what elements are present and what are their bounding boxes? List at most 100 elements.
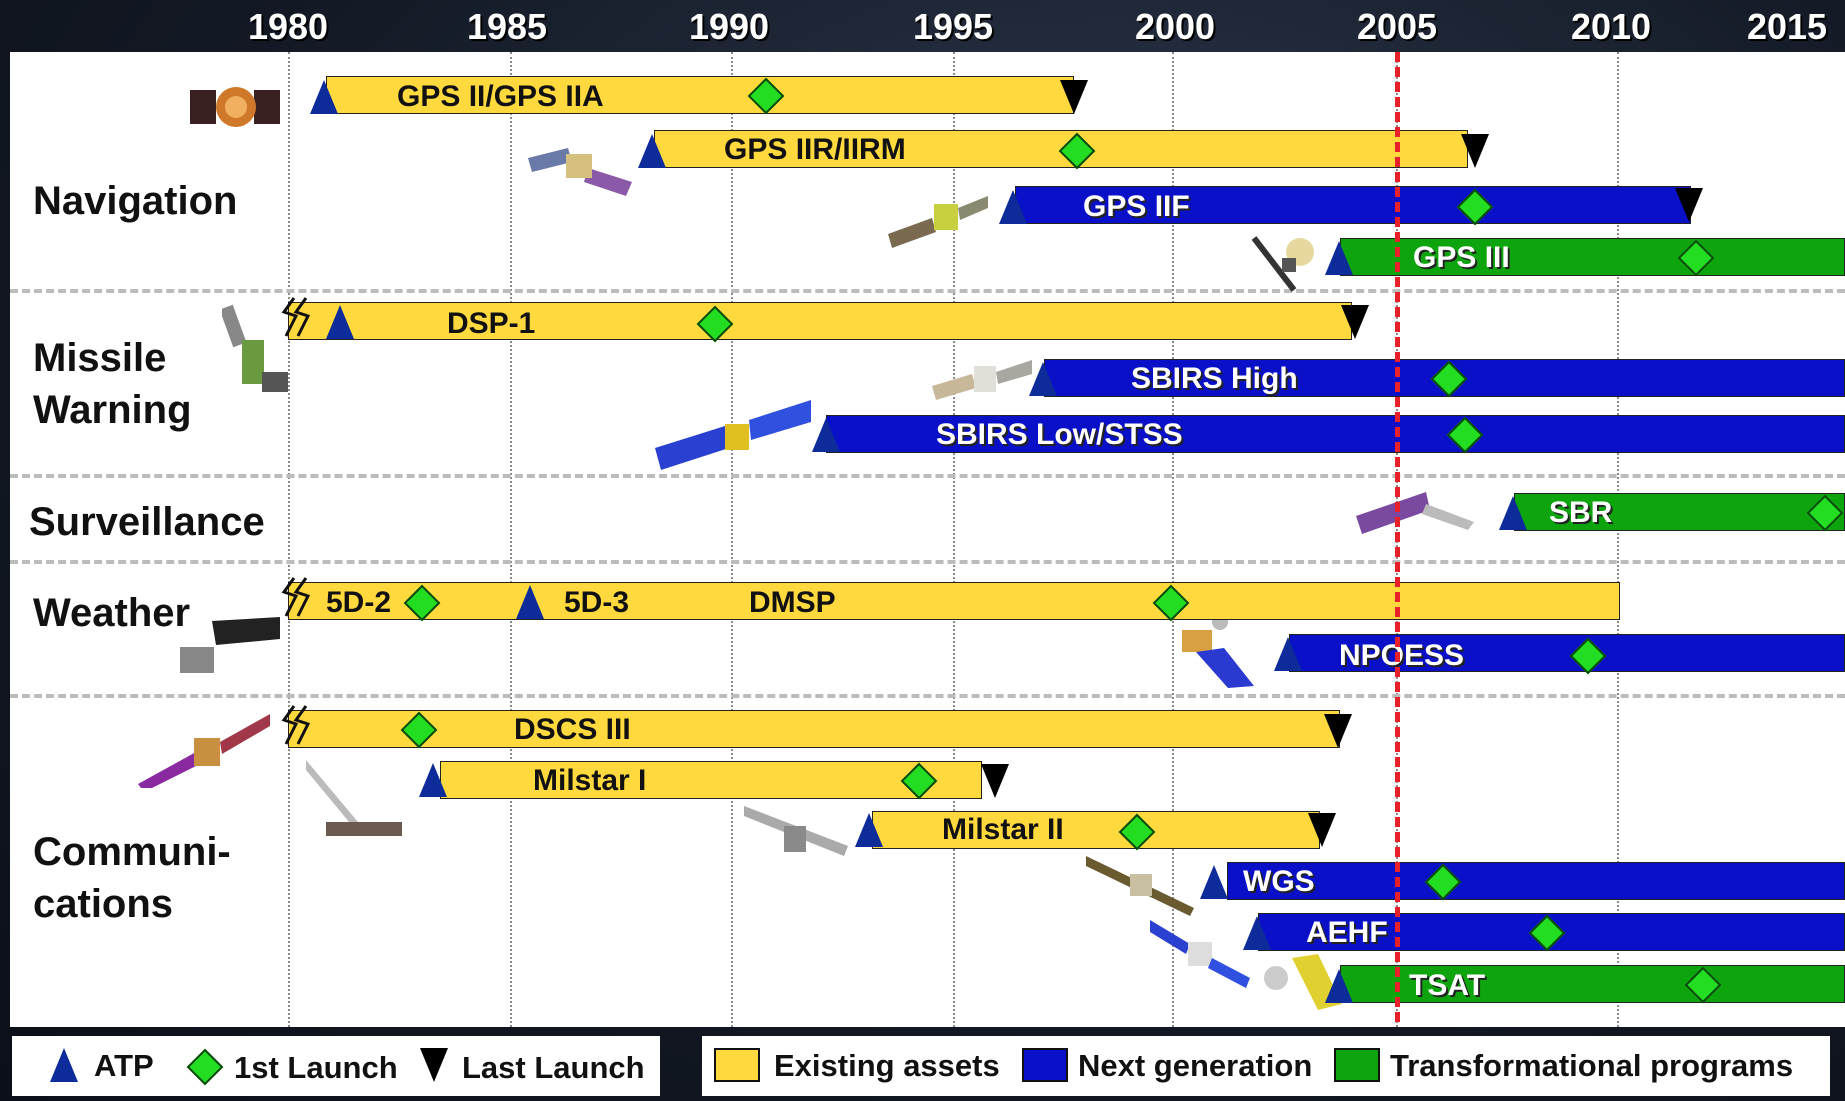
year-label-2000: 2000 [1134,6,1216,47]
separator-missile-warning [10,474,1845,478]
bar-dmsp [288,582,1620,620]
gridline-2010 [1617,52,1619,1027]
label-gps-iif: GPS IIF [1083,190,1190,223]
label-tsat: TSAT [1409,969,1486,1002]
atp-marker-sbirs-high [1029,362,1057,396]
gridline-1990 [731,52,733,1027]
satellite-npoess-icon [1182,614,1254,688]
legend-atp-icon [50,1048,78,1082]
last-launch-gps-iif [1675,188,1703,222]
label-aehf: AEHF [1306,916,1388,949]
label-sbr: SBR [1549,496,1613,529]
atp-marker-dsp-1 [326,305,354,339]
label-milstar-ii: Milstar II [942,813,1064,846]
atp-marker-gps-iir [638,134,666,168]
bar-wgs [1227,862,1845,900]
satellite-gps-iir-icon [528,148,632,196]
satellite-dscs-icon [138,714,270,788]
legend-last-launch-icon [420,1048,448,1082]
last-launch-gps-iir [1461,134,1489,168]
year-label-1980: 1980 [247,6,329,47]
gridline-1995 [953,52,955,1027]
atp-marker-milstar-i [419,763,447,797]
satellite-wgs-icon [1086,856,1194,916]
label-dsp-1: DSP-1 [447,307,536,340]
legend-atp-label: ATP [94,1048,154,1083]
legend-status-box [702,1036,1830,1096]
atp-marker-dmsp-5d3 [516,585,544,619]
bar-milstar-i [440,761,982,799]
atp-marker-milstar-ii [855,813,883,847]
atp-marker-tsat [1325,969,1353,1003]
current-year-line [1395,52,1400,1022]
last-launch-dscs-iii [1324,714,1352,748]
gridline-1980 [288,52,290,1027]
legend-existing-swatch [714,1048,760,1082]
satellite-milstar-i-icon [306,760,402,836]
bar-gps-iii [1340,238,1845,276]
bar-gps-ii [326,76,1074,114]
separator-surveillance [10,560,1845,564]
year-label-2015: 2015 [1746,6,1828,47]
bar-sbr [1514,493,1845,531]
satellite-gps-iii-icon [1251,236,1314,292]
legend-last-launch-label: Last Launch [462,1050,645,1085]
satellite-sbr-icon [1356,492,1474,534]
label-dmsp-5d3: 5D-3 [564,586,630,619]
year-label-2010: 2010 [1570,6,1652,47]
bar-gps-iif [1015,186,1691,224]
legend-transformational-label: Transformational programs [1390,1048,1794,1083]
category-communications: Communi- cations [33,830,231,926]
last-launch-dsp-1 [1341,305,1369,339]
label-sbirs-high: SBIRS High [1131,362,1298,395]
satellite-gps-iif-icon [888,196,988,248]
last-launch-milstar-ii [1308,813,1336,847]
bar-dsp-1 [288,302,1352,340]
break-dscs-icon [281,705,311,745]
label-npoess: NPOESS [1339,639,1465,672]
label-wgs: WGS [1243,865,1315,898]
bar-milstar-ii [872,811,1320,849]
atp-marker-sbirs-low [812,418,840,452]
legend-launch-box [12,1036,660,1096]
satellite-gps-ii-icon [190,87,280,127]
label-sbirs-low: SBIRS Low/STSS [936,418,1183,451]
separator-navigation [10,289,1845,293]
break-dsp-icon [281,297,311,337]
legend-existing-label: Existing assets [774,1048,1000,1083]
bar-gps-iir [654,130,1468,168]
atp-marker-gps-iii [1325,241,1353,275]
legend-next-generation-label: Next generation [1078,1048,1313,1083]
label-dscs-iii: DSCS III [514,713,631,746]
legend: ATP 1st Launch Last Launch Existing asse… [12,1030,1830,1096]
satellite-dsp-icon [222,304,288,392]
atp-marker-gps-iif [999,190,1027,224]
break-dmsp-icon [281,577,311,617]
atp-marker-npoess [1274,637,1302,671]
atp-marker-aehf [1243,916,1271,950]
separator-weather [10,694,1845,698]
legend-next-generation-swatch [1022,1048,1068,1082]
bar-dscs-iii [288,710,1340,748]
category-weather: Weather [33,591,191,635]
atp-marker-gps-ii [310,80,338,114]
gridline-1985 [510,52,512,1027]
bar-tsat [1340,965,1845,1003]
category-missile-warning: Missile Warning [33,336,192,432]
last-launch-milstar-i [981,764,1009,798]
label-gps-iir: GPS IIR/IIRM [724,133,906,166]
year-label-1995: 1995 [912,6,994,47]
atp-marker-wgs [1200,865,1228,899]
gridline-2000 [1172,52,1174,1027]
year-label-1985: 1985 [466,6,548,47]
label-gps-iii: GPS III [1413,241,1510,274]
bar-sbirs-low [826,415,1845,453]
label-dmsp-5d2: 5D-2 [326,586,392,619]
legend-first-launch-label: 1st Launch [234,1050,398,1085]
satellite-milstar-ii-icon [744,806,848,856]
category-surveillance: Surveillance [29,500,265,544]
label-milstar-i: Milstar I [533,764,647,797]
satellite-aehf-icon [1150,920,1250,988]
satellite-sbirs-low-icon [655,400,811,470]
label-dmsp: DMSP [749,586,836,619]
